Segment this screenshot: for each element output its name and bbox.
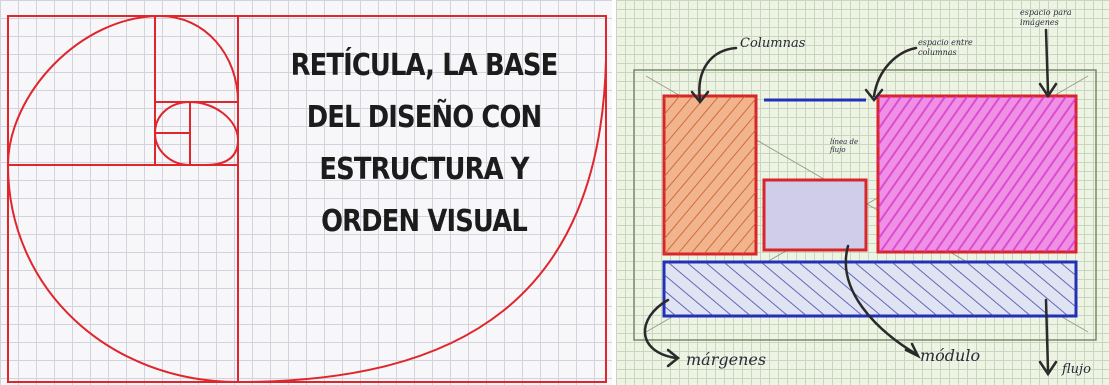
image-block-hatch <box>878 96 1076 252</box>
label-flujo: flujo <box>1062 362 1091 377</box>
title-block: RETÍCULA, LA BASE DEL DISEÑO CON ESTRUCT… <box>244 40 604 248</box>
column-block-hatch <box>664 96 756 254</box>
arrow-imagenes <box>1044 28 1050 94</box>
arrow-margenes <box>643 298 678 360</box>
golden-spiral-panel: RETÍCULA, LA BASE DEL DISEÑO CON ESTRUCT… <box>0 0 612 385</box>
arrow-espacio-columnas <box>872 46 918 98</box>
arrow-margenes-head <box>666 348 681 368</box>
grid-sketch-drawing <box>633 28 1097 377</box>
label-columnas: Columnas <box>740 36 806 51</box>
label-linea-flujo: línea de flujo <box>830 138 859 154</box>
title-line-3: ESTRUCTURA Y <box>319 152 529 187</box>
label-margenes: márgenes <box>686 350 767 369</box>
bottom-band-hatch <box>664 262 1076 316</box>
title-line-4: ORDEN VISUAL <box>321 204 528 239</box>
outer-frame <box>7 15 607 383</box>
page-outline <box>633 69 1097 341</box>
grid-sketch-panel: Columnas espacio entre columnas espacio … <box>616 0 1109 385</box>
title-line-2: DEL DISEÑO CON <box>306 100 542 135</box>
arrow-bottom-right-head <box>1038 360 1058 377</box>
arrow-modulo <box>844 244 918 356</box>
golden-spiral-drawing <box>6 14 607 384</box>
module-block <box>762 178 868 252</box>
spiral-curve <box>6 14 607 384</box>
arrow-imagenes-head <box>1038 82 1058 99</box>
arrow-columnas <box>698 46 738 102</box>
label-espacio-imagenes: espacio para imágenes <box>1020 8 1072 27</box>
arrow-bottom-right <box>1044 298 1050 372</box>
label-modulo: módulo <box>920 346 981 365</box>
arrow-espacio-columnas-head <box>864 88 884 103</box>
label-espacio-columnas: espacio entre columnas <box>918 38 973 57</box>
title-line-1: RETÍCULA, LA BASE <box>290 48 559 83</box>
arrow-modulo-head <box>904 342 921 359</box>
arrow-columnas-head <box>690 90 710 105</box>
